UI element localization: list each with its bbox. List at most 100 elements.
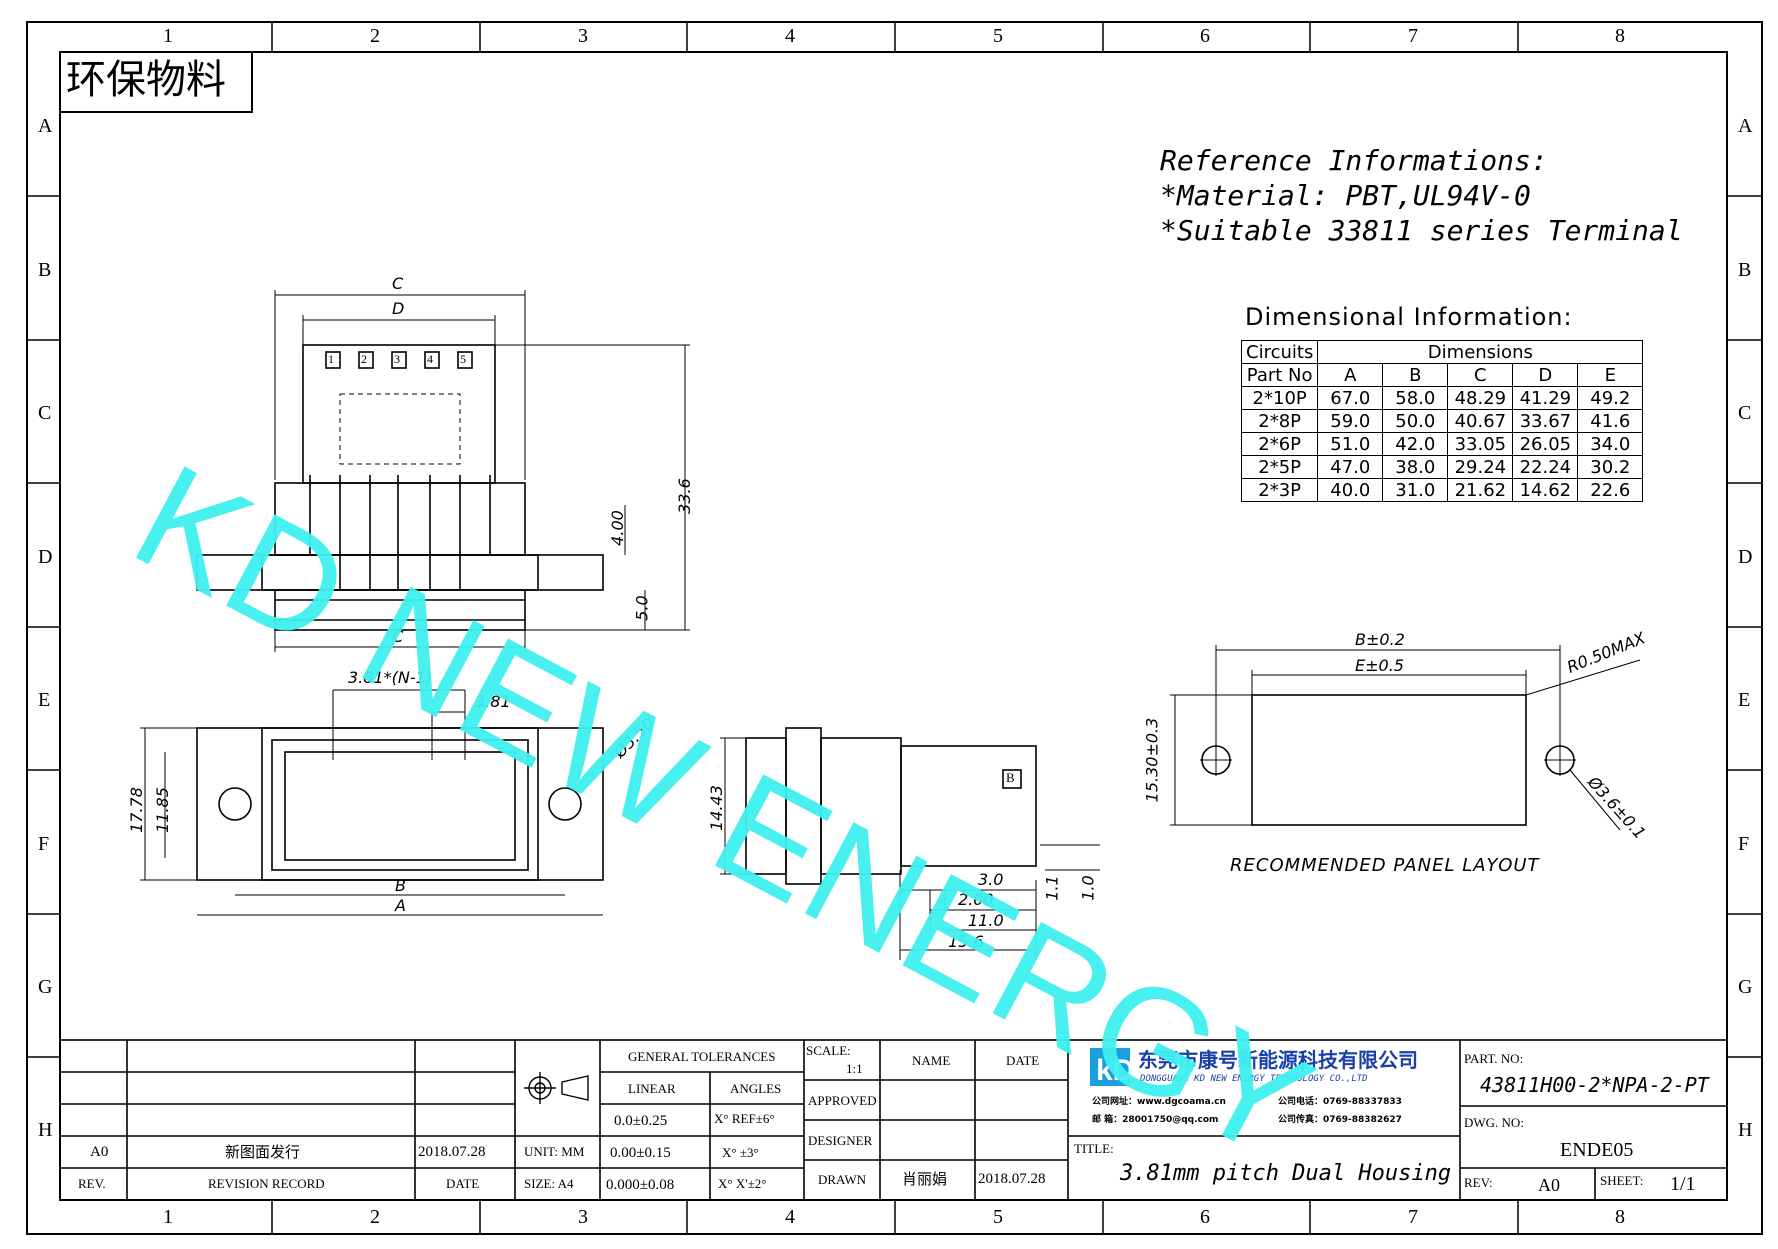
table-cell: 2*6P [1240,432,1319,456]
stamp-box [59,51,253,113]
column-header: C [1447,363,1514,387]
table-cell: 51.0 [1317,432,1384,456]
angle-tol-2: X° ±3° [722,1145,759,1160]
table-cell: 41.29 [1512,386,1579,410]
rev-value-2: A0 [1538,1175,1560,1195]
grid-row-left: D [38,546,53,568]
company-logo-icon: kD [1090,1048,1134,1087]
title-label: TITLE: [1074,1141,1114,1156]
panel-caption: RECOMMENDED PANEL LAYOUT [1230,855,1540,876]
grid-col-top: 5 [993,25,1003,47]
table-cell: 40.0 [1317,478,1384,502]
dim-c-bottom: C [392,627,404,646]
column-header: A [1317,363,1384,387]
table-cell: 38.0 [1382,455,1449,479]
rev-label: REV. [78,1176,106,1191]
table-cell: 49.2 [1577,386,1644,410]
part-number: 43811H00-2*NPA-2-PT [1480,1073,1709,1097]
dim-17-78: 17.78 [126,787,146,833]
linear-tol-2: 0.00±0.15 [610,1145,671,1161]
grid-row-right: A [1738,115,1753,137]
table-cell: 14.62 [1512,478,1579,502]
rev-value: A0 [90,1144,109,1160]
table-cell: 26.05 [1512,432,1579,456]
grid-col-top: 7 [1408,25,1418,47]
reference-material: *Material: PBT,UL94V-0 [1160,179,1531,212]
grid-col-bottom: 4 [785,1206,795,1228]
table-row: 2*3P 40.0 31.0 21.62 14.62 22.6 [1240,478,1644,502]
grid-row-right: E [1738,689,1751,711]
table-cell: 33.05 [1447,432,1514,456]
dim-panel-height: 15.30±0.3 [1142,717,1162,803]
grid-row-right: H [1738,1119,1753,1141]
dim-height: 33.6 [674,478,694,514]
sheet-value: 1/1 [1670,1173,1696,1195]
part-no-label: PART. NO: [1464,1051,1524,1066]
reference-heading: Reference Informations: [1160,144,1548,177]
eco-material-stamp: 环保物料 [66,57,226,103]
table-cell: 33.67 [1512,409,1579,433]
grid-row-right: B [1738,259,1752,281]
header-circuits: Circuits [1240,340,1319,364]
dim-pitch-n: 3.81*(N-1) [348,668,433,687]
table-cell: 2*3P [1240,478,1319,502]
table-cell: 29.24 [1447,455,1514,479]
grid-col-bottom: 3 [578,1206,588,1228]
size-label: SIZE: A4 [524,1176,574,1191]
grid-row-left: A [38,115,53,137]
linear-tol-1: 0.0±0.25 [614,1113,668,1129]
company-web: 公司网址：www.dgcoama.cn [1092,1097,1226,1107]
date-header: DATE [1006,1053,1040,1068]
angles-label: ANGLES [730,1081,782,1096]
dim-2-00: 2.00 [958,890,994,909]
general-tolerances-label: GENERAL TOLERANCES [628,1049,776,1064]
grid-col-top: 6 [1200,25,1210,47]
drawing-number: ENDE05 [1560,1139,1634,1161]
rev-description: 新图面发行 [225,1143,301,1161]
projection-symbol-icon [524,1072,589,1104]
grid-row-left: B [38,259,52,281]
company-name-en: DONGGUANG KD NEW ENERGY TECHNOLOGY CO.,L… [1140,1074,1368,1084]
company-fax: 公司传真：0769-88382627 [1278,1115,1402,1125]
sheet-label: SHEET: [1600,1173,1644,1188]
dim-d: D [392,299,405,318]
table-cell: 59.0 [1317,409,1384,433]
rev-date: 2018.07.28 [418,1144,486,1160]
table-cell: 22.24 [1512,455,1579,479]
table-cell: 67.0 [1317,386,1384,410]
panel-layout [1170,645,1641,831]
dim-e-tol: E±0.5 [1355,656,1404,675]
table-cell: 34.0 [1577,432,1644,456]
grid-row-left: F [38,833,50,855]
linear-tol-3: 0.000±0.08 [606,1177,675,1193]
revision-record-label: REVISION RECORD [208,1176,325,1191]
column-dividers [271,22,1519,1234]
dim-14-43: 14.43 [706,785,726,831]
company-email: 邮 箱：28001750@qq.com [1092,1115,1219,1125]
pin-number: 3 [394,352,400,366]
dim-4-00: 4.00 [607,510,627,546]
company-name-cn: 东莞市康号新能源科技有限公司 [1138,1048,1418,1072]
grid-row-right: F [1738,833,1750,855]
title-block-grid [59,1039,1728,1201]
date-label: DATE [446,1176,480,1191]
approved-label: APPROVED [808,1093,877,1108]
drawn-date: 2018.07.28 [978,1171,1046,1187]
table-row: 2*5P 47.0 38.0 29.24 22.24 30.2 [1240,455,1644,479]
grid-col-top: 8 [1615,25,1625,47]
row-dividers [27,195,1762,1058]
designer-label: DESIGNER [808,1133,873,1148]
grid-row-left: H [38,1119,53,1141]
column-header: E [1577,363,1644,387]
bottom-view [140,689,604,916]
grid-row-left: G [38,976,53,998]
scale-value: 1:1 [846,1061,863,1076]
linear-label: LINEAR [628,1081,676,1096]
table-cell: 2*8P [1240,409,1319,433]
grid-col-bottom: 7 [1408,1206,1418,1228]
front-view [196,290,690,652]
scale-label: SCALE: [806,1043,851,1058]
grid-col-top: 3 [578,25,588,47]
drawn-name: 肖丽娟 [902,1170,948,1188]
